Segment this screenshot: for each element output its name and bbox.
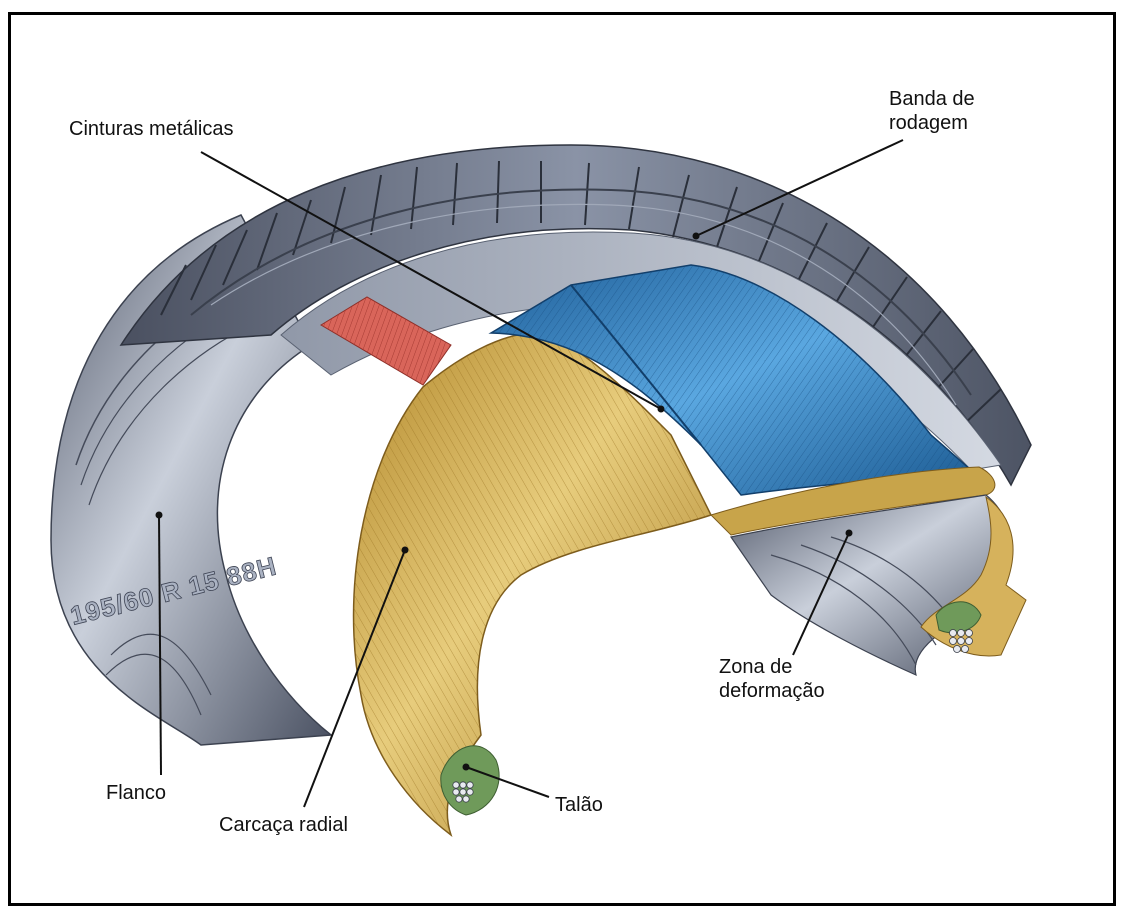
label-deformation-line2: deformação — [719, 679, 825, 703]
label-sidewall: Flanco — [106, 781, 166, 805]
label-carcass: Carcaça radial — [219, 813, 348, 837]
label-deformation-line1: Zona de — [719, 655, 825, 679]
label-bead: Talão — [555, 793, 603, 817]
label-belts: Cinturas metálicas — [69, 117, 234, 141]
label-deformation-zone: Zona de deformação — [719, 655, 825, 703]
tire-cutaway-illustration: 195/60 R 15 88H — [11, 15, 1113, 903]
label-tread-line2: rodagem — [889, 111, 975, 135]
label-tread-line1: Banda de — [889, 87, 975, 111]
diagram-frame: 195/60 R 15 88H Cinturas metálicas Banda… — [8, 12, 1116, 906]
label-tread: Banda de rodagem — [889, 87, 975, 135]
